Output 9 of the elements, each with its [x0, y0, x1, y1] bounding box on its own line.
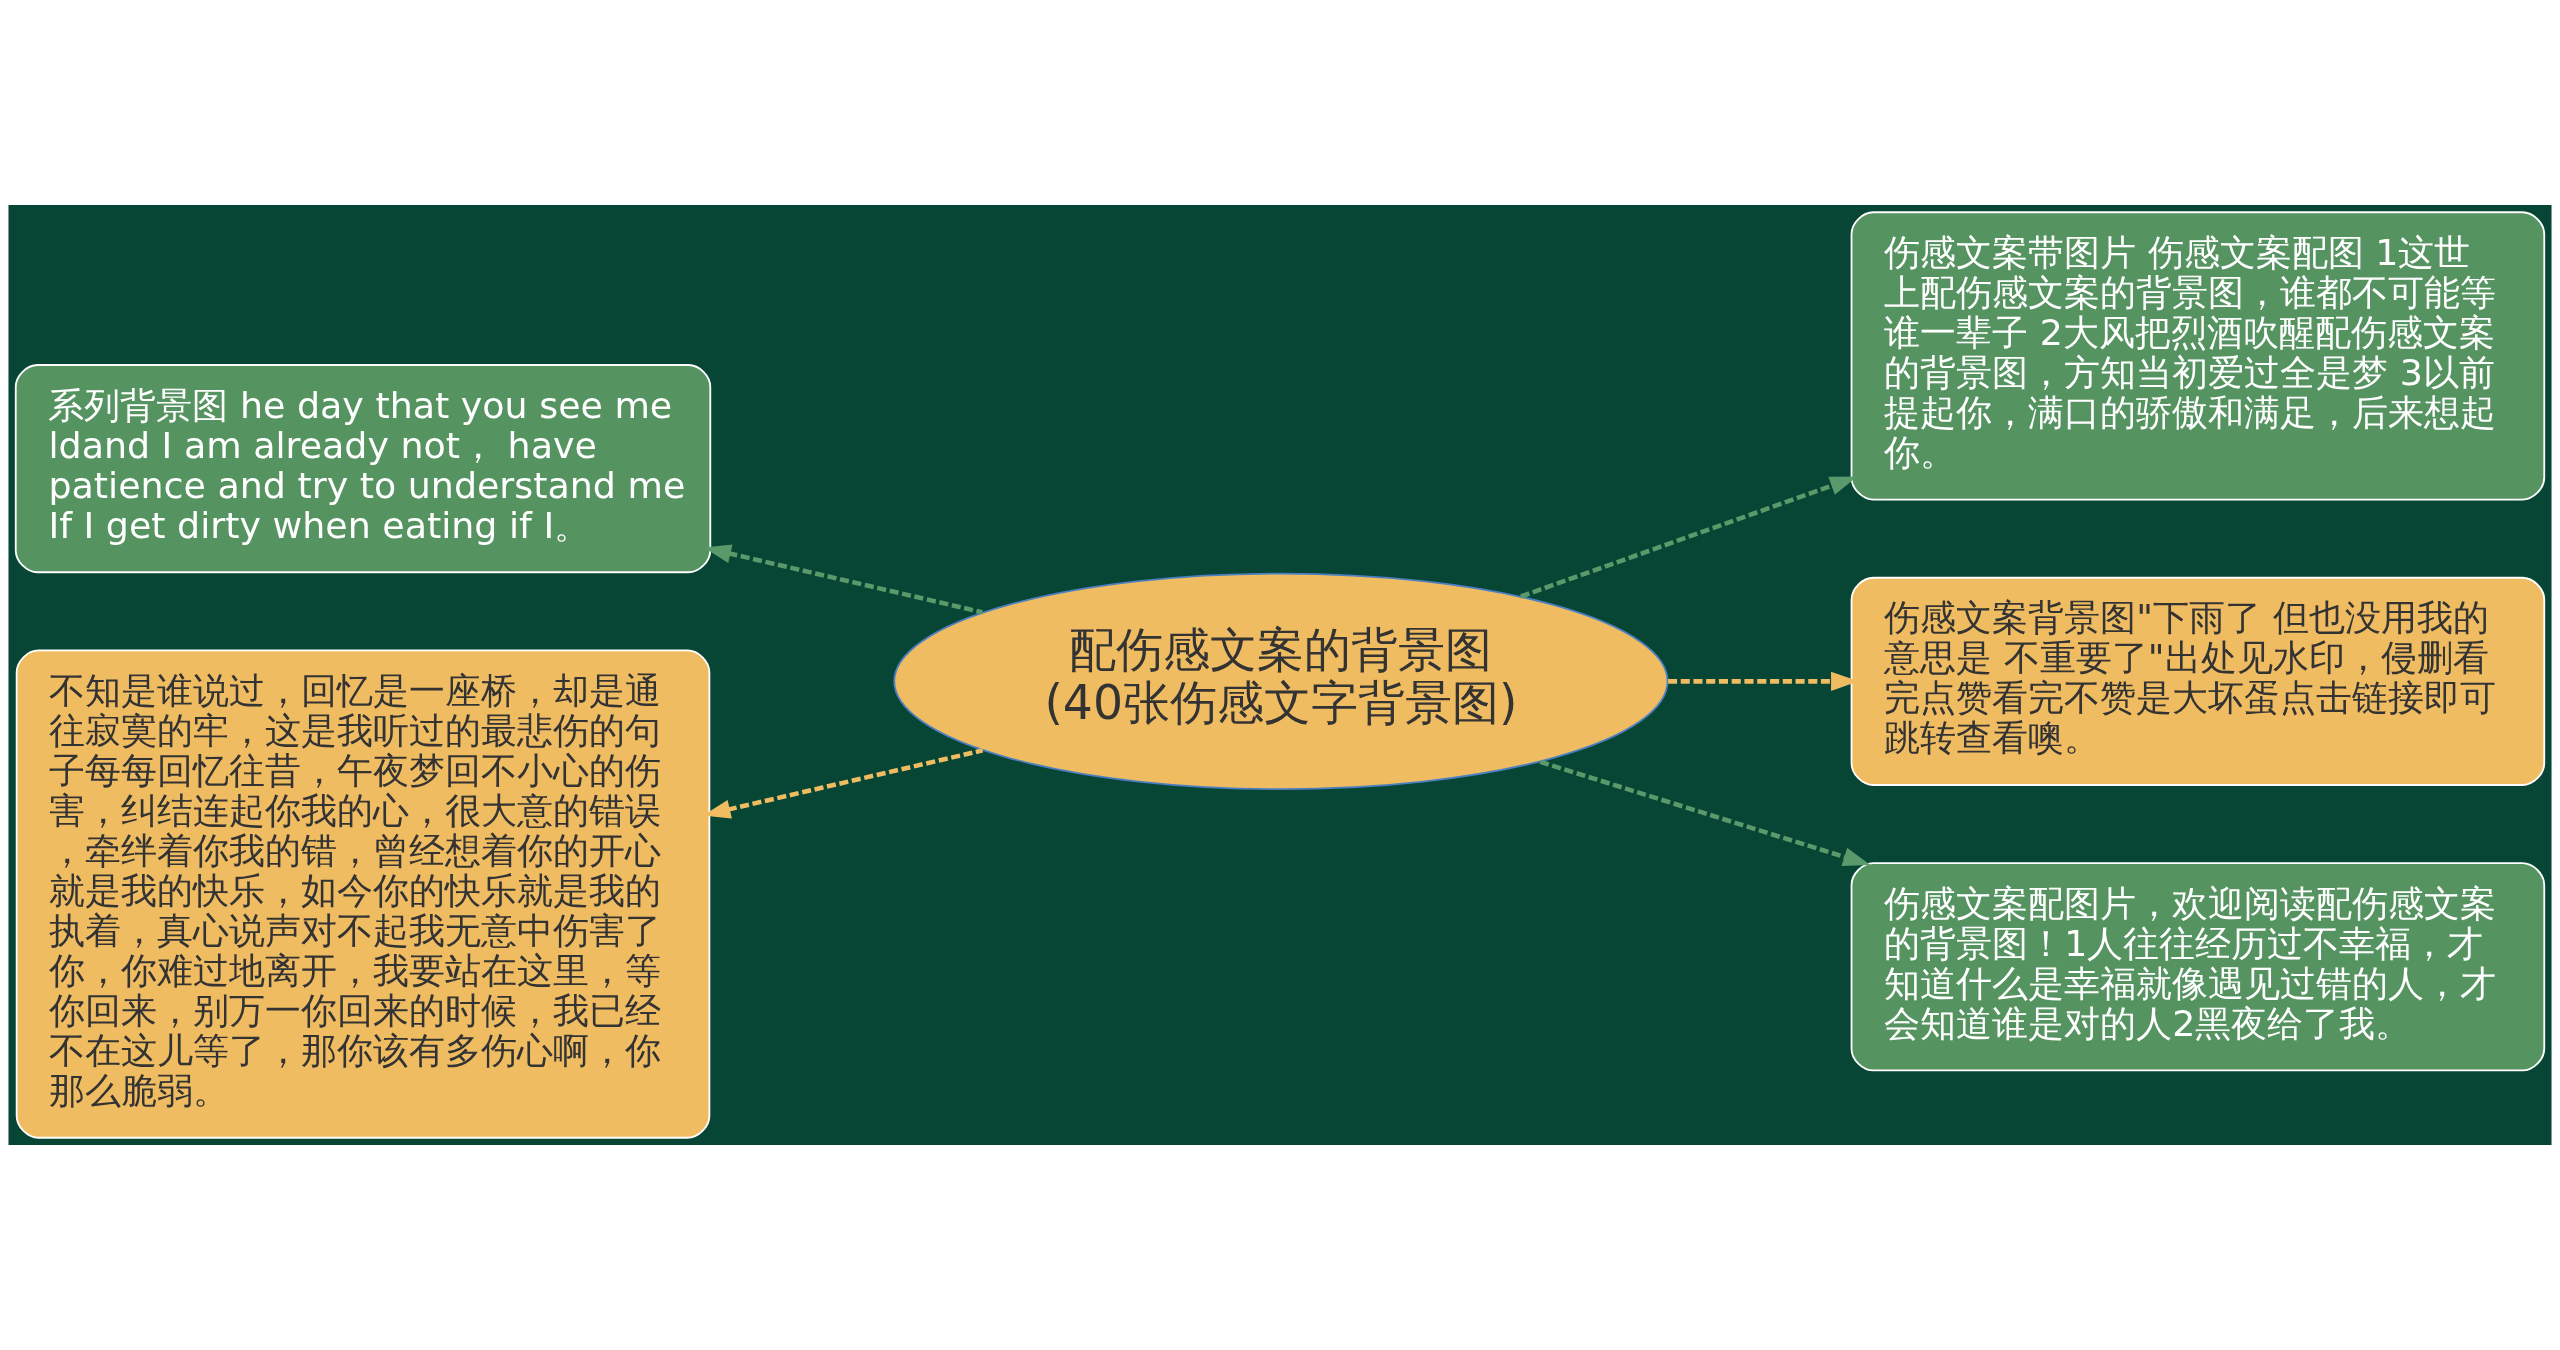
- node-box: 系列背景图 he day that you see me ldand I am already not， have patience and try to understand me If I get dirty when eating if I。: [14, 364, 712, 574]
- arrow: [703, 544, 983, 615]
- node-box: 伤感文案配图片，欢迎阅读配伤感文案的背景图！1人往往经历过不幸福，才知道什么是幸福就像遇见过错的人，才会知道谁是对的人2黑夜给了我。: [1850, 862, 2546, 1072]
- node-box: 不知是谁说过，回忆是一座桥，却是通往寂寞的牢，这是我听过的最悲伤的句子每每回忆往昔，午夜梦回不小心的伤害，纠结连起你我的心，很大意的错误，牵绊着你我的错，曾经想着你的开心就是我的快乐，如今你的快乐就是我的执着，真心说声对不起我无意中伤害了你，你难过地离开，我要站在这里，等你回来，别万一你回来的时候，我已经不在这儿等了，那你该有多伤心啊，你那么脆弱。: [15, 649, 711, 1139]
- arrow: [1539, 759, 1871, 867]
- node-box: 伤感文案带图片 伤感文案配图 1这世上配伤感文案的背景图，谁都不可能等谁一辈子 2大风把烈酒吹醒配伤感文案的背景图，方知当初爱过全是梦 3以前提起你，满口的骄傲和满足，后来想起你。: [1850, 211, 2546, 501]
- node-box: 伤感文案背景图"下雨了 但也没用我的意思是 不重要了"出处见水印，侵删看完点赞看完不赞是大坏蛋点击链接即可跳转查看噢。: [1850, 576, 2546, 786]
- node-ellipse: 配伤感文案的背景图(40张伤感文字背景图): [893, 572, 1669, 791]
- arrow: [1520, 476, 1858, 599]
